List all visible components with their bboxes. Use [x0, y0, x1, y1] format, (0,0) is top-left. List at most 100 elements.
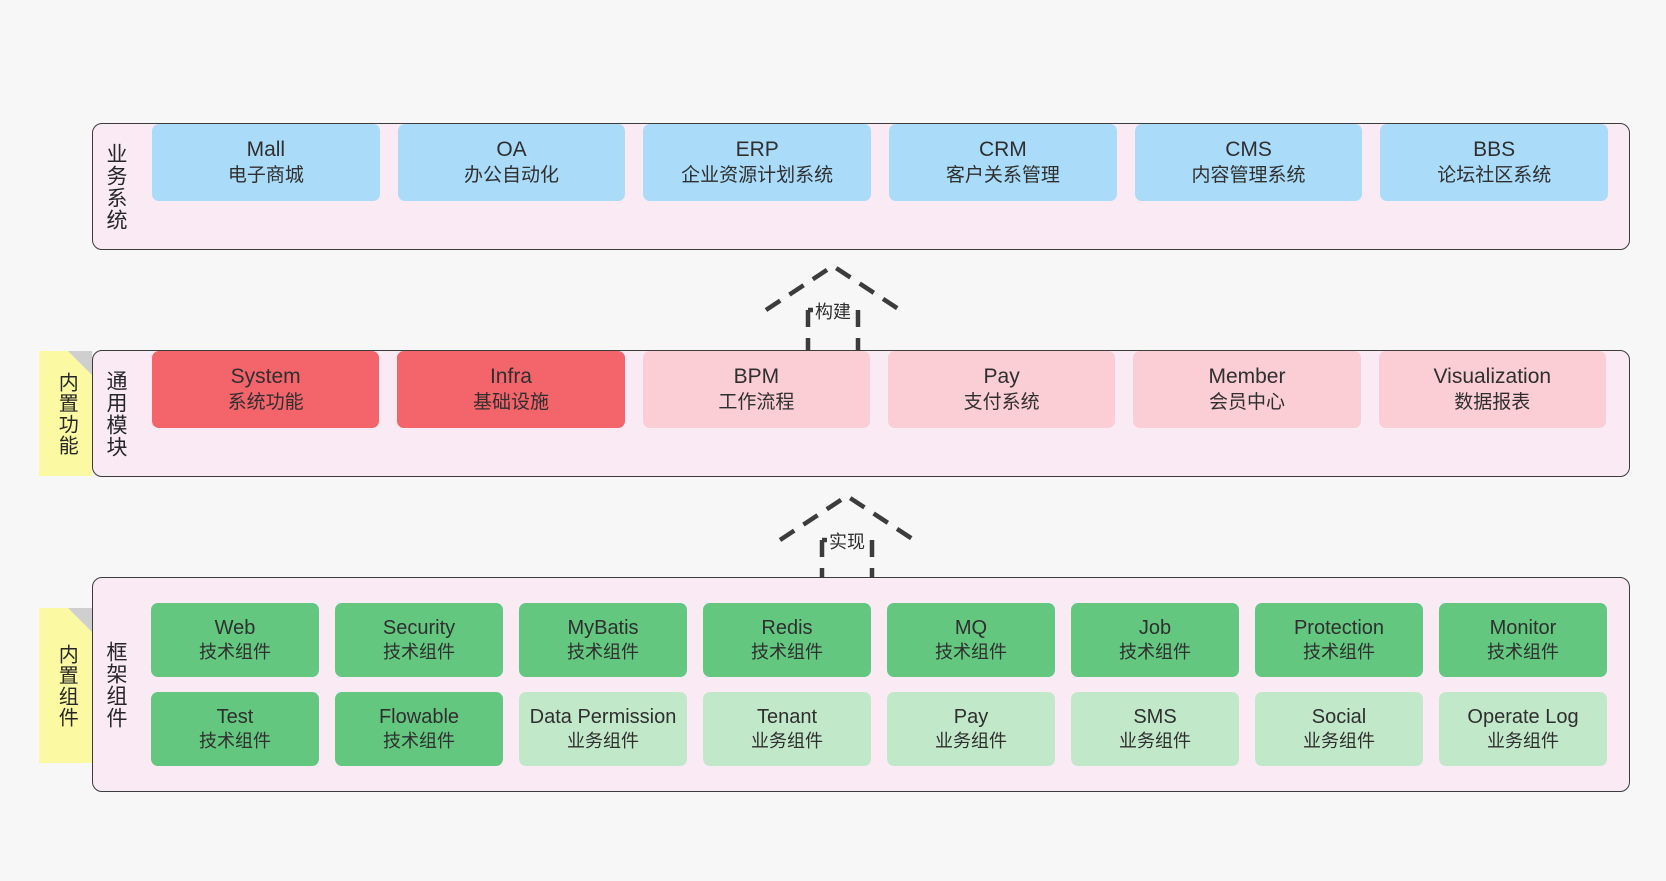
node-crm-name: CRM	[978, 137, 1027, 161]
arrow-build: 构建	[758, 262, 908, 350]
sticky-note-builtin-features-label: 内置功能	[55, 371, 78, 456]
node-oa[interactable]: OA 办公自动化	[397, 124, 626, 201]
node-security-desc: 技术组件	[383, 642, 455, 663]
node-cms-desc: 内容管理系统	[1191, 164, 1306, 186]
layer-framework-nodes: Web 技术组件 Security 技术组件 MyBatis 技术组件 Redi…	[137, 578, 1629, 791]
node-infra[interactable]: Infra 基础设施	[397, 351, 625, 428]
framework-row-biz: Test 技术组件 Flowable 技术组件 Data Permission …	[143, 692, 1615, 766]
node-web-name: Web	[214, 616, 256, 639]
sticky-note-builtin-features: 内置功能	[39, 351, 92, 476]
node-tenant-desc: 业务组件	[751, 731, 823, 752]
node-member-desc: 会员中心	[1208, 391, 1285, 413]
node-mq-desc: 技术组件	[935, 642, 1007, 663]
node-flowable-name: Flowable	[378, 705, 460, 728]
node-redis-name: Redis	[761, 616, 813, 639]
node-member[interactable]: Member 会员中心	[1133, 351, 1361, 428]
node-mybatis[interactable]: MyBatis 技术组件	[519, 603, 687, 677]
node-visualization-name: Visualization	[1433, 364, 1552, 388]
node-pay-module-name: Pay	[983, 364, 1020, 388]
node-mall-name: Mall	[246, 137, 286, 161]
node-cms-name: CMS	[1225, 137, 1272, 161]
node-mq[interactable]: MQ 技术组件	[887, 603, 1055, 677]
node-mall[interactable]: Mall 电子商城	[152, 124, 380, 201]
node-test[interactable]: Test 技术组件	[151, 692, 319, 766]
node-visualization-desc: 数据报表	[1454, 391, 1531, 413]
node-flowable-desc: 技术组件	[383, 731, 455, 752]
node-member-name: Member	[1208, 364, 1286, 388]
node-job-desc: 技术组件	[1119, 642, 1191, 663]
node-job-name: Job	[1138, 616, 1172, 639]
arrow-build-label: 构建	[813, 298, 853, 324]
node-test-name: Test	[216, 705, 254, 728]
node-crm[interactable]: CRM 客户关系管理	[889, 124, 1117, 201]
node-system-name: System	[230, 364, 301, 388]
layer-common-module: 通用模块 System 系统功能 Infra 基础设施 BPM 工作流程 Pay…	[92, 350, 1630, 477]
node-bbs-name: BBS	[1473, 137, 1516, 161]
node-crm-desc: 客户关系管理	[945, 164, 1060, 186]
layer-business-nodes: Mall 电子商城 OA 办公自动化 ERP 企业资源计划系统 CRM 客户关系…	[137, 124, 1629, 249]
node-security[interactable]: Security 技术组件	[335, 603, 503, 677]
node-pay-module-desc: 支付系统	[963, 391, 1040, 413]
node-system-desc: 系统功能	[227, 391, 304, 413]
node-sms-name: SMS	[1133, 705, 1177, 728]
node-pay-component-desc: 业务组件	[935, 731, 1007, 752]
node-sms[interactable]: SMS 业务组件	[1071, 692, 1239, 766]
layer-framework-title: 框架组件	[104, 640, 128, 729]
sticky-note-builtin-components: 内置组件	[39, 608, 92, 763]
node-oa-name: OA	[496, 137, 527, 161]
node-bpm-desc: 工作流程	[718, 391, 795, 413]
node-redis[interactable]: Redis 技术组件	[703, 603, 871, 677]
framework-row-tech: Web 技术组件 Security 技术组件 MyBatis 技术组件 Redi…	[143, 603, 1615, 677]
node-monitor-name: Monitor	[1489, 616, 1557, 639]
node-security-name: Security	[382, 616, 456, 639]
node-operate-log-desc: 业务组件	[1487, 731, 1559, 752]
node-system[interactable]: System 系统功能	[152, 351, 380, 428]
node-web[interactable]: Web 技术组件	[151, 603, 319, 677]
node-operate-log[interactable]: Operate Log 业务组件	[1439, 692, 1607, 766]
node-cms[interactable]: CMS 内容管理系统	[1134, 124, 1363, 201]
node-data-permission-desc: 业务组件	[567, 731, 639, 752]
layer-common-title: 通用模块	[104, 369, 128, 458]
node-social-desc: 业务组件	[1303, 731, 1375, 752]
node-operate-log-name: Operate Log	[1467, 705, 1579, 728]
node-data-permission-name: Data Permission	[529, 705, 677, 728]
node-monitor[interactable]: Monitor 技术组件	[1439, 603, 1607, 677]
node-job[interactable]: Job 技术组件	[1071, 603, 1239, 677]
node-pay-module[interactable]: Pay 支付系统	[887, 351, 1116, 428]
node-monitor-desc: 技术组件	[1487, 642, 1559, 663]
node-bbs-desc: 论坛社区系统	[1437, 164, 1552, 186]
node-mall-desc: 电子商城	[227, 164, 304, 186]
node-flowable[interactable]: Flowable 技术组件	[335, 692, 503, 766]
node-sms-desc: 业务组件	[1119, 731, 1191, 752]
node-protection-name: Protection	[1293, 616, 1385, 639]
node-mybatis-name: MyBatis	[567, 616, 639, 639]
node-bbs[interactable]: BBS 论坛社区系统	[1380, 124, 1609, 201]
layer-business-title: 业务系统	[104, 142, 128, 231]
node-erp-desc: 企业资源计划系统	[681, 164, 834, 186]
arrow-implement: 实现	[772, 492, 922, 580]
layer-business-system: 业务系统 Mall 电子商城 OA 办公自动化 ERP 企业资源计划系统 CRM…	[92, 123, 1630, 250]
arrow-implement-label: 实现	[827, 528, 867, 554]
node-bpm[interactable]: BPM 工作流程	[642, 351, 870, 428]
node-social[interactable]: Social 业务组件	[1255, 692, 1423, 766]
node-redis-desc: 技术组件	[751, 642, 823, 663]
node-mq-name: MQ	[954, 616, 988, 639]
node-visualization[interactable]: Visualization 数据报表	[1378, 351, 1606, 428]
node-protection-desc: 技术组件	[1303, 642, 1375, 663]
node-erp-name: ERP	[735, 137, 779, 161]
sticky-note-builtin-components-label: 内置组件	[55, 643, 78, 728]
node-tenant[interactable]: Tenant 业务组件	[703, 692, 871, 766]
node-social-name: Social	[1311, 705, 1367, 728]
node-data-permission[interactable]: Data Permission 业务组件	[519, 692, 687, 766]
node-protection[interactable]: Protection 技术组件	[1255, 603, 1423, 677]
node-erp[interactable]: ERP 企业资源计划系统	[643, 124, 872, 201]
layer-framework-components: 框架组件 Web 技术组件 Security 技术组件 MyBatis 技术组件…	[92, 577, 1630, 792]
node-infra-desc: 基础设施	[472, 391, 549, 413]
layer-common-nodes: System 系统功能 Infra 基础设施 BPM 工作流程 Pay 支付系统…	[137, 351, 1629, 476]
node-oa-desc: 办公自动化	[464, 164, 560, 186]
node-pay-component[interactable]: Pay 业务组件	[887, 692, 1055, 766]
node-infra-name: Infra	[489, 364, 532, 388]
node-pay-component-name: Pay	[953, 705, 989, 728]
node-mybatis-desc: 技术组件	[567, 642, 639, 663]
